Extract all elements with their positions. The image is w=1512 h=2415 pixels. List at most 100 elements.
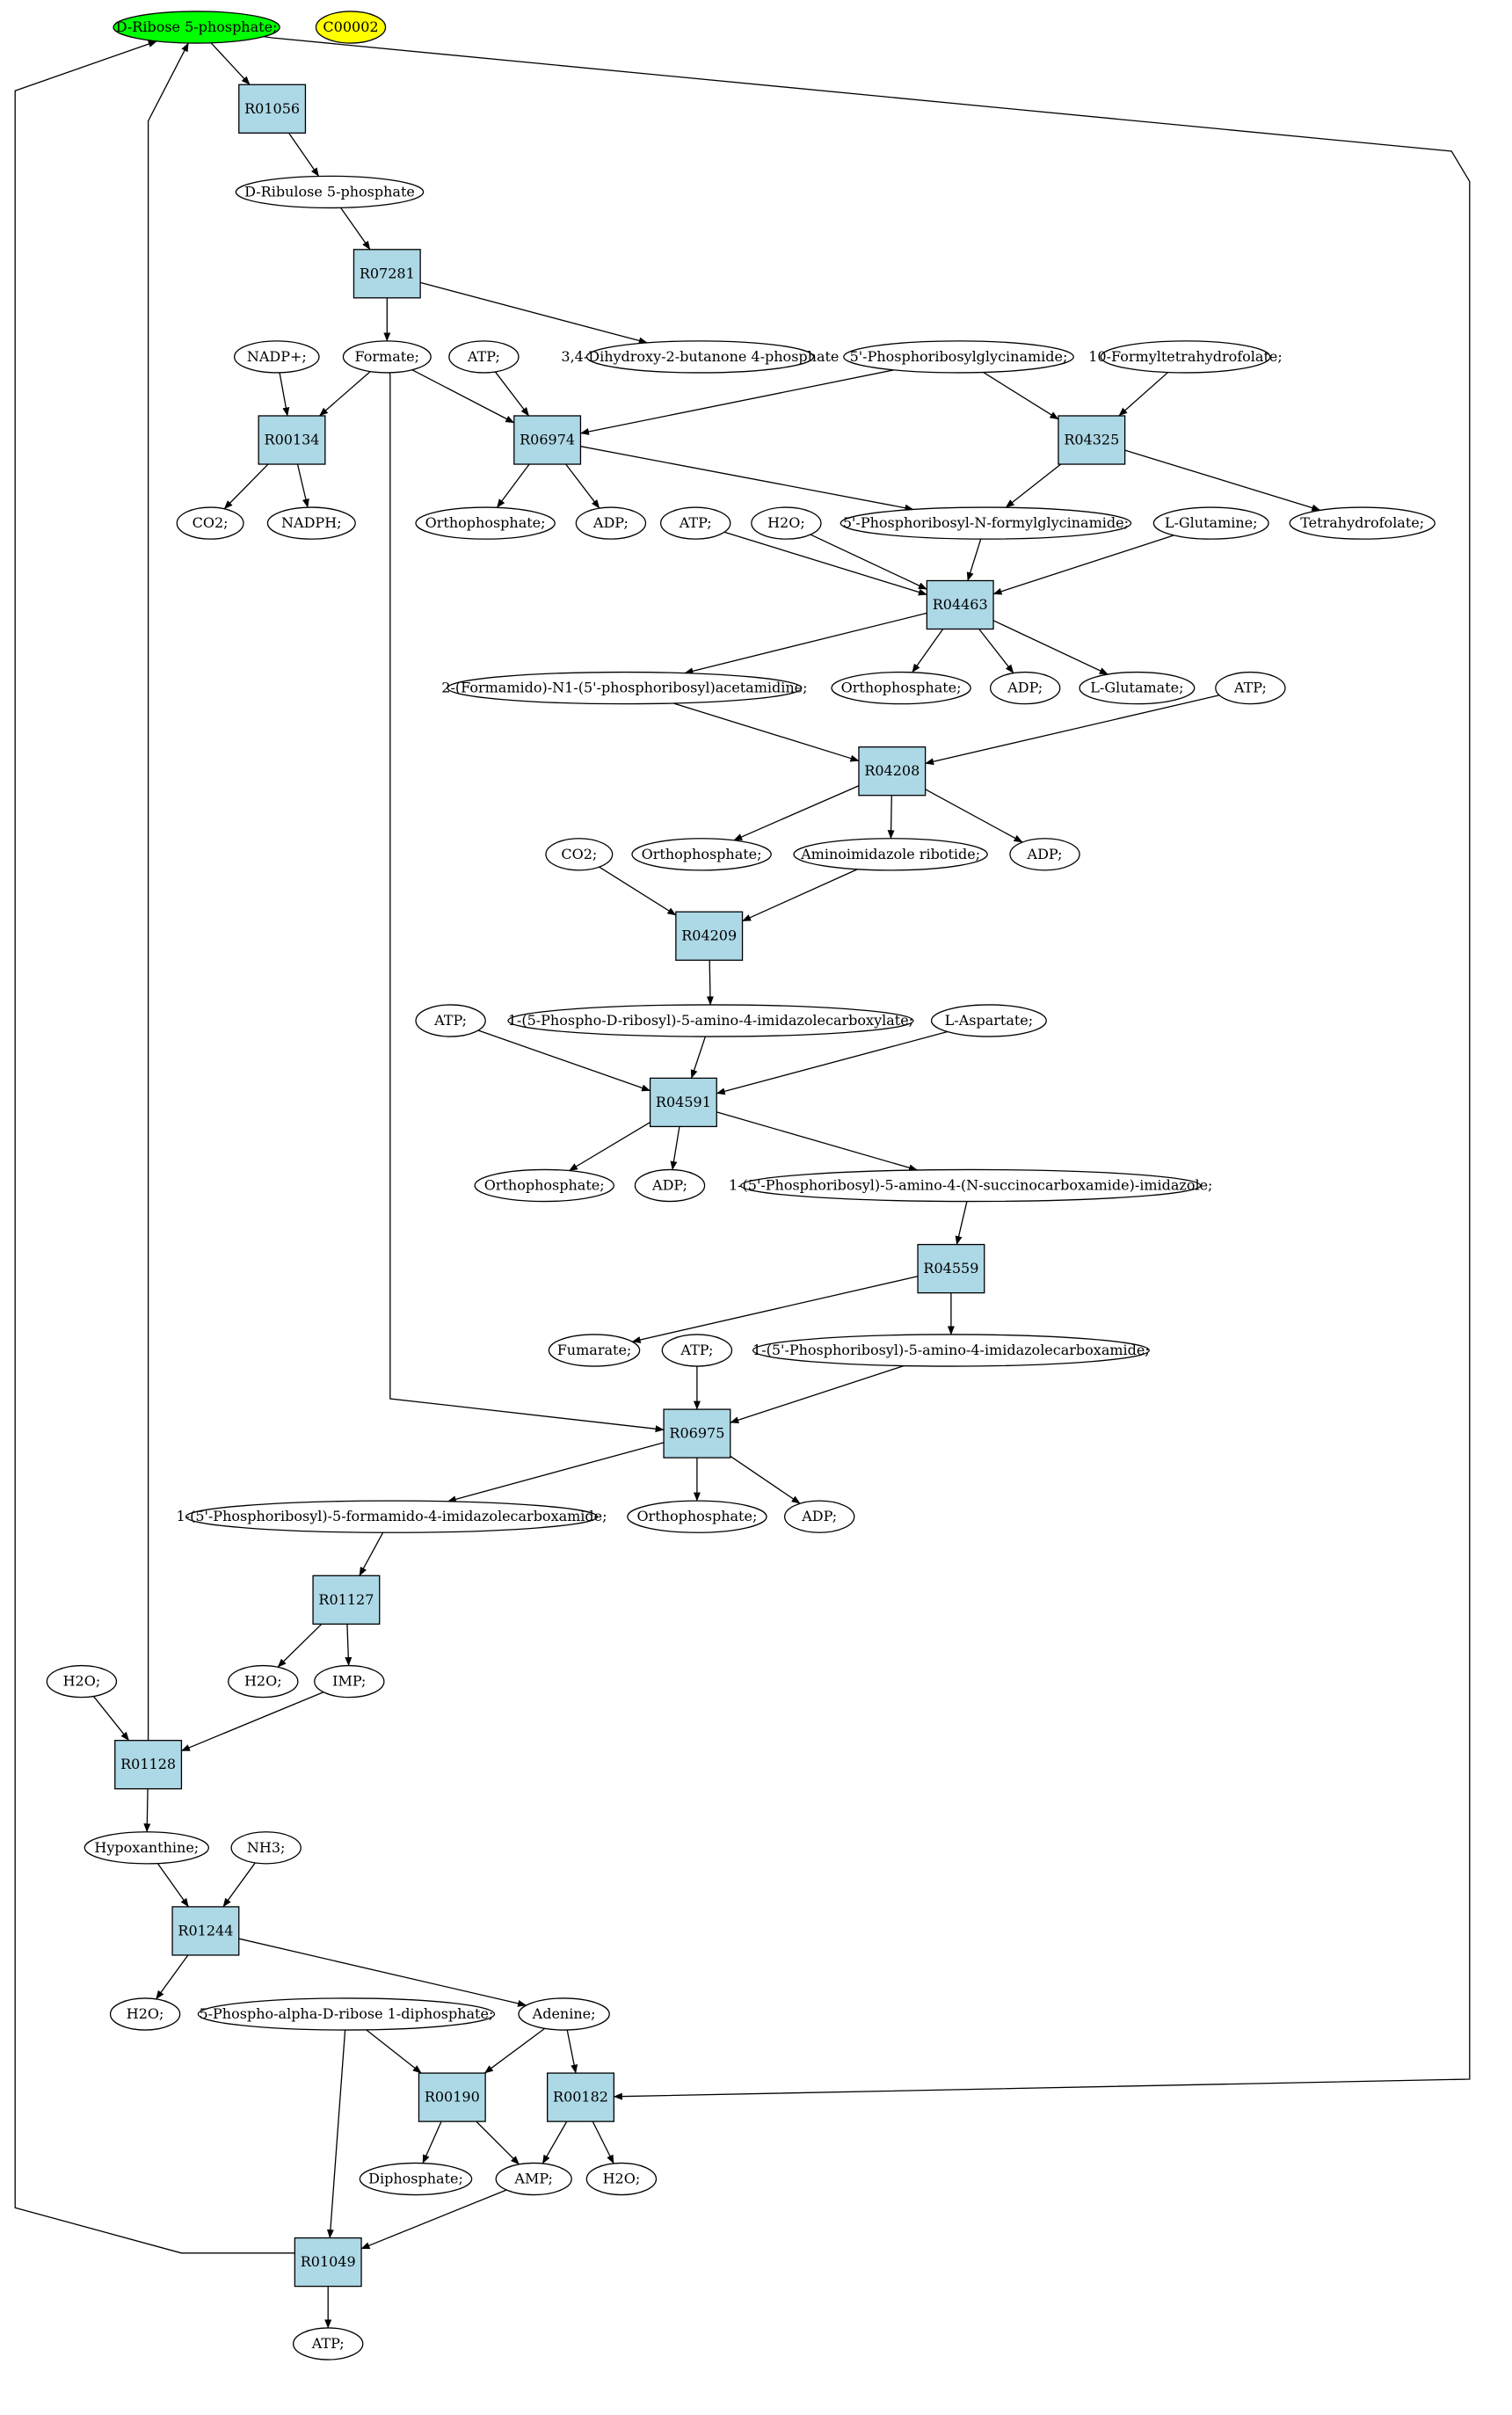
edge-r_R06975-to-n_faicar [447, 1442, 665, 1503]
edge-n_nadp-to-r_R00134 [279, 372, 290, 417]
reaction-box [675, 911, 744, 961]
compound-ellipse [843, 340, 1074, 374]
compound-node-adenine: Adenine; [518, 1997, 610, 2031]
node-label: ATP; [679, 514, 712, 531]
compound-node-d-ribose-5-phosphate: D-Ribose 5-phosphate; [113, 11, 280, 44]
edge-r_R06974-to-n_fgar [580, 446, 914, 512]
reaction-box [258, 415, 326, 465]
edge-n_nh3-to-r_R01244 [222, 1862, 256, 1908]
compound-node-adp: ADP; [1009, 838, 1080, 871]
compound-node-adp: ADP; [575, 506, 647, 540]
reaction-box [917, 1243, 985, 1294]
node-label: L-Aspartate; [945, 1012, 1033, 1029]
edge-r_R00190-to-n_ppi [422, 2120, 442, 2164]
compound-node-adp: ADP; [783, 1500, 855, 1533]
edge-n_h2o1-to-r_R04463 [810, 534, 927, 590]
reaction-node-r06974: R06974 [513, 415, 582, 465]
compound-node-imp: IMP; [314, 1664, 385, 1699]
compound-node-orthophosphate: Orthophosphate; [415, 506, 556, 540]
compound-ellipse [448, 340, 520, 374]
node-label: AMP; [513, 2171, 553, 2187]
node-label: R01056 [244, 100, 300, 117]
compound-node-1-5-phosphoribosyl-5-amino-4-imidazolecarboxamide: 1-(5'-Phosphoribosyl)-5-amino-4-imidazol… [752, 1334, 1150, 1367]
node-label: R06975 [669, 1425, 724, 1442]
compound-node-h2o: H2O; [46, 1664, 118, 1699]
compound-ellipse [545, 838, 614, 871]
compound-node-h2o: H2O; [228, 1664, 299, 1699]
compound-node-adp: ADP; [634, 1168, 706, 1203]
reaction-box [171, 1906, 240, 1956]
node-label: 1-(5'-Phosphoribosyl)-5-formamido-4-imid… [176, 1508, 607, 1524]
compound-node-nadp: NADP+; [233, 340, 320, 374]
reaction-node-r00134: R00134 [258, 415, 326, 465]
compound-ellipse [1079, 671, 1196, 705]
edge-r_R04325-to-n_thf [1124, 449, 1321, 512]
node-label: 2-(Formamido)-N1-(5'-phosphoribosyl)acet… [441, 680, 807, 696]
compound-ellipse [840, 506, 1132, 540]
reaction-node-r00182: R00182 [547, 2072, 614, 2122]
node-label: R01244 [178, 1922, 233, 1939]
node-label: Orthophosphate; [425, 514, 546, 531]
reaction-box [663, 1408, 731, 1458]
node-label: 1-(5-Phospho-D-ribosyl)-5-amino-4-imidaz… [508, 1012, 913, 1029]
compound-ellipse [176, 506, 244, 540]
node-label: Orthophosphate; [642, 846, 762, 862]
node-label: ATP; [433, 1012, 467, 1029]
node-label: Orthophosphate; [484, 1177, 605, 1194]
node-label: 3,4-Dihydroxy-2-butanone 4-phosphate [561, 348, 839, 365]
edge-r_R04208-to-n_pi3 [733, 785, 860, 841]
compound-node-1-5-phosphoribosyl-5-formamido-4-imidazolecarboxamide: 1-(5'-Phosphoribosyl)-5-formamido-4-imid… [176, 1500, 607, 1533]
node-label: ATP; [1233, 680, 1267, 696]
edge-r_R04463-to-n_adp2 [978, 629, 1014, 673]
compound-ellipse [783, 1500, 855, 1533]
reaction-box [1058, 415, 1126, 465]
edge-n_atp4-to-r_R04591 [477, 1029, 651, 1092]
compound-node-atp: ATP; [659, 506, 731, 540]
compound-ellipse [831, 671, 971, 705]
compound-node-2-formamido-n1-5-phosphoribosyl-acetamidine: 2-(Formamido)-N1-(5'-phosphoribosyl)acet… [441, 671, 808, 705]
node-label: Aminoimidazole ribotide; [800, 846, 980, 862]
edge-n_fgar-to-r_R04463 [966, 538, 982, 581]
reaction-box [547, 2072, 614, 2122]
reaction-node-r04325: R04325 [1058, 415, 1126, 465]
node-label: R06974 [520, 432, 575, 448]
reaction-node-r01128: R01128 [114, 1740, 183, 1790]
compound-node-co2: CO2; [545, 838, 614, 871]
node-label: Diphosphate; [368, 2171, 463, 2187]
compound-node-nh3: NH3; [230, 1831, 302, 1865]
compound-ellipse [659, 506, 731, 540]
compound-node-orthophosphate: Orthophosphate; [627, 1500, 767, 1533]
reaction-box [238, 84, 307, 134]
reaction-box [353, 249, 421, 299]
reaction-box [418, 2072, 486, 2122]
compound-ellipse [627, 1500, 767, 1533]
compound-ellipse [447, 671, 803, 705]
compound-node-atp: ATP; [661, 1334, 733, 1367]
edge-r_R00182-to-n_amp [542, 2120, 568, 2164]
edge-r_R04591-to-n_adp4 [670, 1126, 680, 1170]
reaction-box [513, 415, 582, 465]
node-label: D-Ribose 5-phosphate; [116, 18, 278, 35]
reaction-node-r01056: R01056 [238, 84, 307, 134]
node-label: ADP; [1027, 846, 1063, 862]
edge-r_R04209-to-n_cair [706, 960, 714, 1006]
edge-n_formate-to-r_R06975 [389, 372, 665, 1433]
edge-n_10fthf-to-r_R04325 [1118, 372, 1169, 417]
compound-ellipse [342, 340, 432, 374]
compound-ellipse [661, 1334, 733, 1367]
compound-node-1-5-phosphoribosyl-5-amino-4-n-succinocarboxamide-imidazole: 1-(5'-Phosphoribosyl)-5-amino-4-(N-succi… [729, 1168, 1212, 1203]
node-label: ADP; [651, 1177, 687, 1194]
edge-r_R00134-to-n_nadph [296, 463, 309, 508]
compound-ellipse [113, 11, 280, 44]
edge-n_co2b-to-r_R04209 [599, 866, 677, 916]
reaction-node-r04559: R04559 [917, 1243, 985, 1294]
node-label: R04559 [923, 1260, 978, 1277]
reaction-node-r04208: R04208 [858, 746, 927, 797]
reaction-node-r01127: R01127 [312, 1575, 381, 1625]
compound-ellipse [185, 1500, 599, 1533]
reaction-box [312, 1575, 381, 1625]
compound-node-c00002: C00002 [315, 11, 387, 44]
edge-r_R00190-to-n_amp [476, 2120, 520, 2165]
node-label: Fumarate; [557, 1342, 632, 1358]
edge-r_R07281-to-n_dhb4p [419, 281, 648, 345]
